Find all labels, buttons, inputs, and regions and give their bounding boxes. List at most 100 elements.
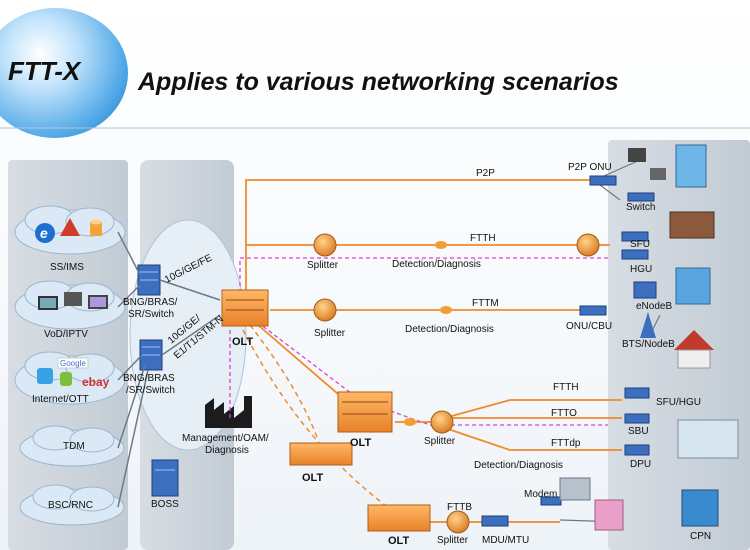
monitor-icon bbox=[88, 295, 108, 309]
splitter-ftto-icon bbox=[430, 410, 454, 434]
mdu-mtu-icon bbox=[481, 515, 509, 527]
office-building-icon bbox=[594, 499, 624, 531]
olt-mid-icon bbox=[337, 391, 393, 433]
bng-top-label-line2: SR/Switch bbox=[128, 309, 175, 320]
olt-bottom-label: OLT bbox=[388, 535, 410, 547]
badge-label: FTT-X bbox=[8, 56, 81, 86]
splitter-fttm-icon bbox=[313, 298, 337, 322]
device-mdu-mtu-label: MDU/MTU bbox=[482, 535, 530, 546]
device-p2p-onu-label: P2P ONU bbox=[568, 162, 612, 173]
device-bts-nodeb-label: BTS/NodeB bbox=[622, 339, 675, 350]
cloud-tdm bbox=[19, 425, 125, 467]
link-fttdp-label: FTTdp bbox=[551, 438, 581, 449]
link-ftto-label: FTTO bbox=[551, 408, 577, 419]
olt-mid-label: OLT bbox=[350, 437, 372, 449]
olt-left-label: OLT bbox=[302, 472, 324, 484]
building-icon-2 bbox=[669, 211, 715, 239]
device-cpn-label: CPN bbox=[690, 531, 712, 542]
title-badge: FTT-X bbox=[0, 8, 128, 138]
device-hgu-label: HGU bbox=[630, 264, 653, 275]
cpn-building-icon bbox=[681, 489, 719, 527]
olt-main-icon bbox=[221, 289, 269, 327]
splitter-ftto-label: Splitter bbox=[424, 436, 456, 447]
device-switch-label: Switch bbox=[626, 202, 656, 213]
google-icon: Google bbox=[57, 357, 89, 369]
database-icon bbox=[90, 219, 102, 236]
ebay-icon: ebay bbox=[82, 375, 110, 389]
link-p2p-label: P2P bbox=[476, 168, 495, 179]
fiber-dashed-links bbox=[242, 324, 386, 506]
splitter-sfu-icon bbox=[576, 233, 600, 257]
splitter-fttb-icon bbox=[446, 510, 470, 534]
android-icon bbox=[60, 372, 72, 386]
enodeb-icon bbox=[633, 281, 657, 299]
computer-icon bbox=[650, 168, 666, 180]
cloud-bsc-rnc bbox=[19, 484, 125, 526]
olt-main-label: OLT bbox=[232, 336, 254, 348]
fiber-links bbox=[245, 179, 622, 523]
management-path bbox=[229, 257, 608, 426]
device-modem-label: Modem bbox=[524, 489, 558, 500]
hgu-device-icon bbox=[621, 249, 649, 260]
sbu-device-icon bbox=[624, 413, 650, 424]
detection-fttm-label: Detection/Diagnosis bbox=[405, 324, 494, 335]
device-sfu-label: SFU bbox=[630, 239, 650, 250]
svg-text:e: e bbox=[40, 225, 48, 241]
phone-icon bbox=[628, 148, 646, 162]
bts-tower-icon bbox=[640, 312, 656, 338]
switch-icon bbox=[627, 192, 655, 202]
service-internet-ott-label: Internet/OTT bbox=[32, 394, 89, 405]
p2p-onu-icon bbox=[589, 175, 617, 186]
twitter-icon bbox=[37, 368, 53, 384]
boss-server-icon bbox=[151, 459, 179, 497]
sip-icon bbox=[60, 218, 80, 236]
mdu-building-icon bbox=[559, 477, 591, 501]
sfu-hgu-wifi-icon bbox=[624, 387, 650, 399]
ebay-logo-text: ebay bbox=[82, 375, 110, 389]
ie-icon: e bbox=[35, 223, 55, 243]
bng-bottom-label-line2: /SR/Switch bbox=[126, 385, 175, 396]
link-fttm-label: FTTM bbox=[472, 298, 499, 309]
boss-label: BOSS bbox=[151, 499, 179, 510]
film-icon bbox=[64, 292, 82, 306]
page-title: Applies to various networking scenarios bbox=[138, 68, 619, 96]
management-label-line1: Management/OAM/ bbox=[182, 433, 269, 444]
service-ss-ims-label: SS/IMS bbox=[50, 262, 84, 273]
splitter-fttb-label: Splitter bbox=[437, 535, 469, 546]
device-enodeb-label: eNodeB bbox=[636, 301, 673, 312]
service-bsc-rnc-label: BSC/RNC bbox=[48, 500, 94, 511]
splitter-ftth-label: Splitter bbox=[307, 260, 339, 271]
service-tdm-label: TDM bbox=[63, 441, 85, 452]
factory-icon bbox=[205, 396, 252, 428]
splitter-fttm-label: Splitter bbox=[314, 328, 346, 339]
detection-markers bbox=[404, 241, 452, 426]
onu-cbu-icon bbox=[579, 305, 607, 316]
sfu-device-icon bbox=[621, 231, 649, 242]
residential-building-icon bbox=[675, 267, 711, 305]
link-ftth-label: FTTH bbox=[470, 233, 496, 244]
olt-bottom-icon bbox=[367, 504, 431, 532]
bng-top-server-icon bbox=[137, 264, 161, 296]
olt-left-icon bbox=[289, 442, 353, 466]
bng-top-label-line1: BNG/BRAS/ bbox=[123, 297, 178, 308]
dpu-device-icon bbox=[624, 444, 650, 456]
device-sfu-hgu-label: SFU/HGU bbox=[656, 397, 701, 408]
device-onu-cbu-label: ONU/CBU bbox=[566, 321, 613, 332]
detection-ftth-label: Detection/Diagnosis bbox=[392, 259, 481, 270]
detection-access-label: Detection/Diagnosis bbox=[474, 460, 563, 471]
device-sbu-label: SBU bbox=[628, 426, 649, 437]
smart-home-icon bbox=[677, 419, 739, 459]
building-icon-1 bbox=[675, 144, 707, 188]
device-dpu-label: DPU bbox=[630, 459, 652, 470]
management-label-line2: Diagnosis bbox=[205, 445, 249, 456]
service-vod-iptv-label: VoD/IPTV bbox=[44, 329, 88, 340]
splitter-ftth-icon bbox=[313, 233, 337, 257]
bng-bottom-server-icon bbox=[139, 339, 163, 371]
link-fttb-label: FTTB bbox=[447, 502, 472, 513]
tv-icon bbox=[38, 296, 58, 310]
house-icon bbox=[674, 330, 714, 369]
modem-icon bbox=[540, 496, 562, 506]
link-ftth-2-label: FTTH bbox=[553, 382, 579, 393]
service-links bbox=[117, 231, 221, 508]
google-logo-text: Google bbox=[60, 359, 86, 368]
